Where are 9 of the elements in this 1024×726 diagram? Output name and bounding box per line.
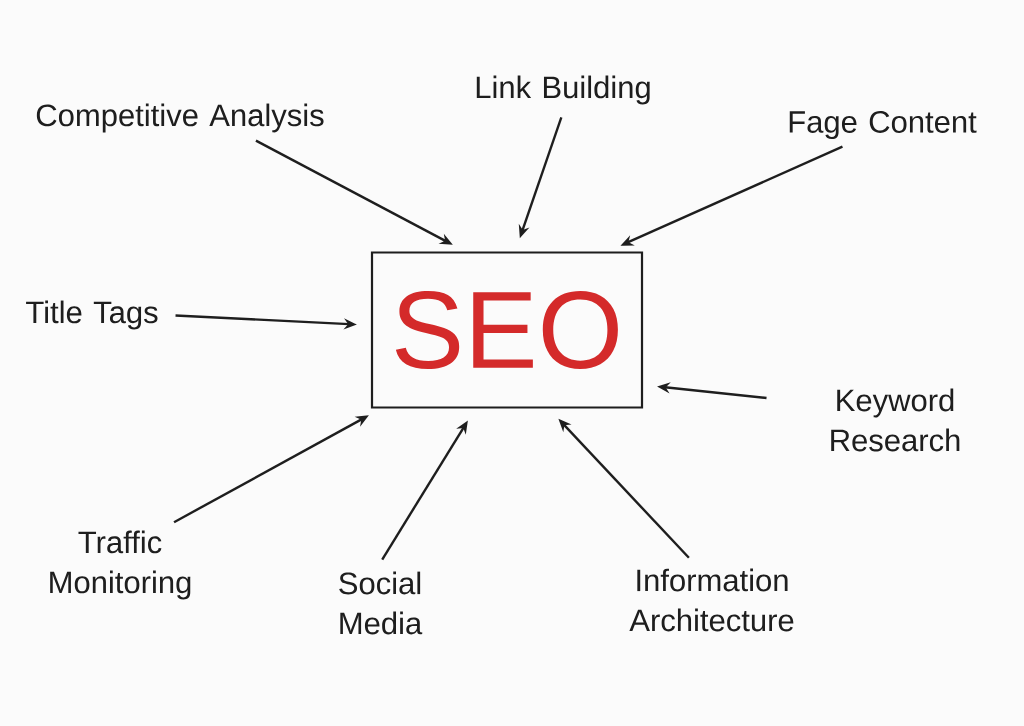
topic-label: Competitive Analysis [36, 103, 324, 133]
topic-label: Traffic Monitoring [50, 530, 191, 600]
topic-label: Title Tags [26, 300, 158, 330]
topic-label: Social Media [339, 571, 423, 635]
topic-label: Keyword Research [831, 388, 960, 452]
seo-box: SEO [370, 251, 644, 409]
topic-label: Information Architecture [629, 568, 794, 632]
topic-label: Fage Content [789, 110, 977, 140]
topic-label: Link Building [476, 75, 650, 105]
